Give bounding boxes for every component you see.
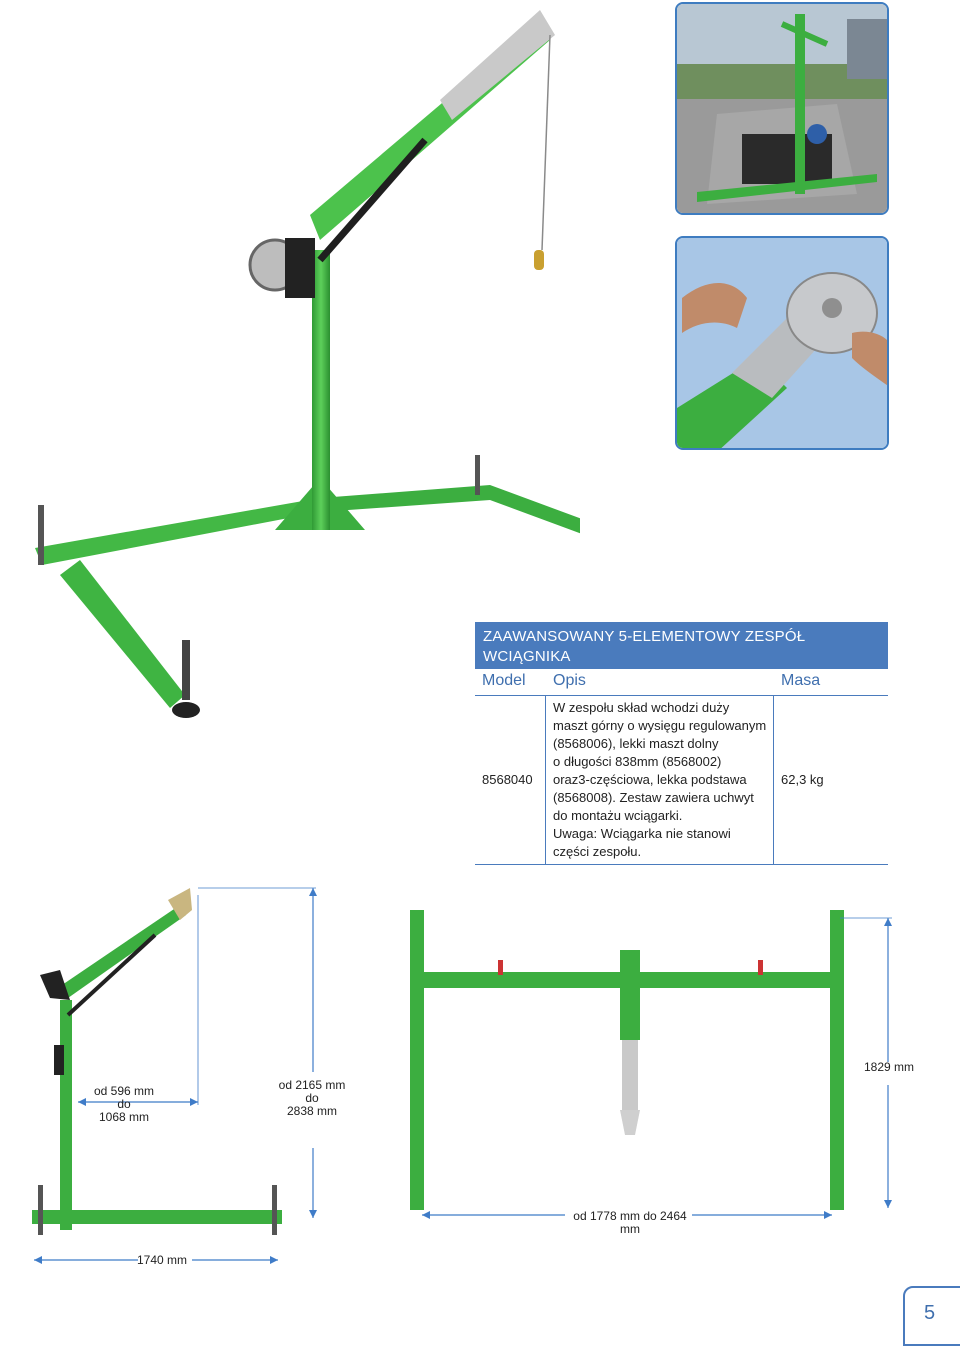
table-bottom-rule — [475, 864, 888, 865]
pulley-closeup-photo — [675, 236, 889, 450]
spec-title-line-2: WCIĄGNIKA — [483, 648, 571, 665]
table-header-rule — [475, 695, 888, 696]
height-to-word: do — [305, 1091, 319, 1105]
table-column-divider-1 — [545, 695, 546, 864]
height-to: 2838 mm — [286, 1104, 338, 1118]
height-from: od 2165 mm — [278, 1078, 346, 1092]
reach-dimension-label: od 596 mm do 1068 mm — [88, 1085, 160, 1124]
table-column-divider-2 — [773, 695, 774, 864]
column-header-description: Opis — [553, 672, 586, 689]
spec-title-line-1: ZAAWANSOWANY 5-ELEMENTOWY ZESPÓŁ — [483, 628, 806, 645]
height-dimension-label: od 2165 mm do 2838 mm — [276, 1079, 348, 1118]
side-view-diagram — [32, 887, 317, 1264]
base-depth-label: 1740 mm — [136, 1253, 188, 1267]
davit-hoist-photo — [35, 10, 580, 718]
worksite-photo — [675, 2, 889, 215]
description-line: do montażu wciągarki. — [553, 808, 683, 823]
reach-from: od 596 mm — [93, 1084, 155, 1098]
model-number: 8568040 — [482, 772, 533, 787]
reach-to: 1068 mm — [98, 1110, 150, 1124]
column-header-mass: Masa — [781, 672, 821, 689]
mass-value: 62,3 kg — [781, 772, 824, 787]
description-line: (8568006), lekki maszt dolny — [553, 736, 719, 751]
description-line: oraz3-częściowa, lekka podstawa — [553, 772, 747, 787]
column-header-model: Model — [482, 672, 526, 689]
spec-table-title: ZAAWANSOWANY 5-ELEMENTOWY ZESPÓŁ WCIĄGNI… — [475, 622, 888, 669]
description-line: Uwaga: Wciągarka nie stanowi — [553, 826, 731, 841]
description-line: maszt górny o wysięgu regulowanym — [553, 718, 767, 733]
description-line: części zespołu. — [553, 844, 642, 859]
description-line: (8568008). Zestaw zawiera uchwyt — [553, 790, 754, 805]
front-height-label: 1829 mm — [863, 1060, 915, 1074]
front-view-diagram — [410, 910, 892, 1219]
reach-to-word: do — [117, 1097, 131, 1111]
page-number: 5 — [924, 1302, 936, 1324]
product-description: W zespołu skład wchodzi duży maszt górny… — [553, 699, 773, 861]
description-line: o długości 838mm (8568002) — [553, 754, 722, 769]
description-line: W zespołu skład wchodzi duży — [553, 700, 730, 715]
front-width-label: od 1778 mm do 2464 mm — [573, 1209, 687, 1236]
